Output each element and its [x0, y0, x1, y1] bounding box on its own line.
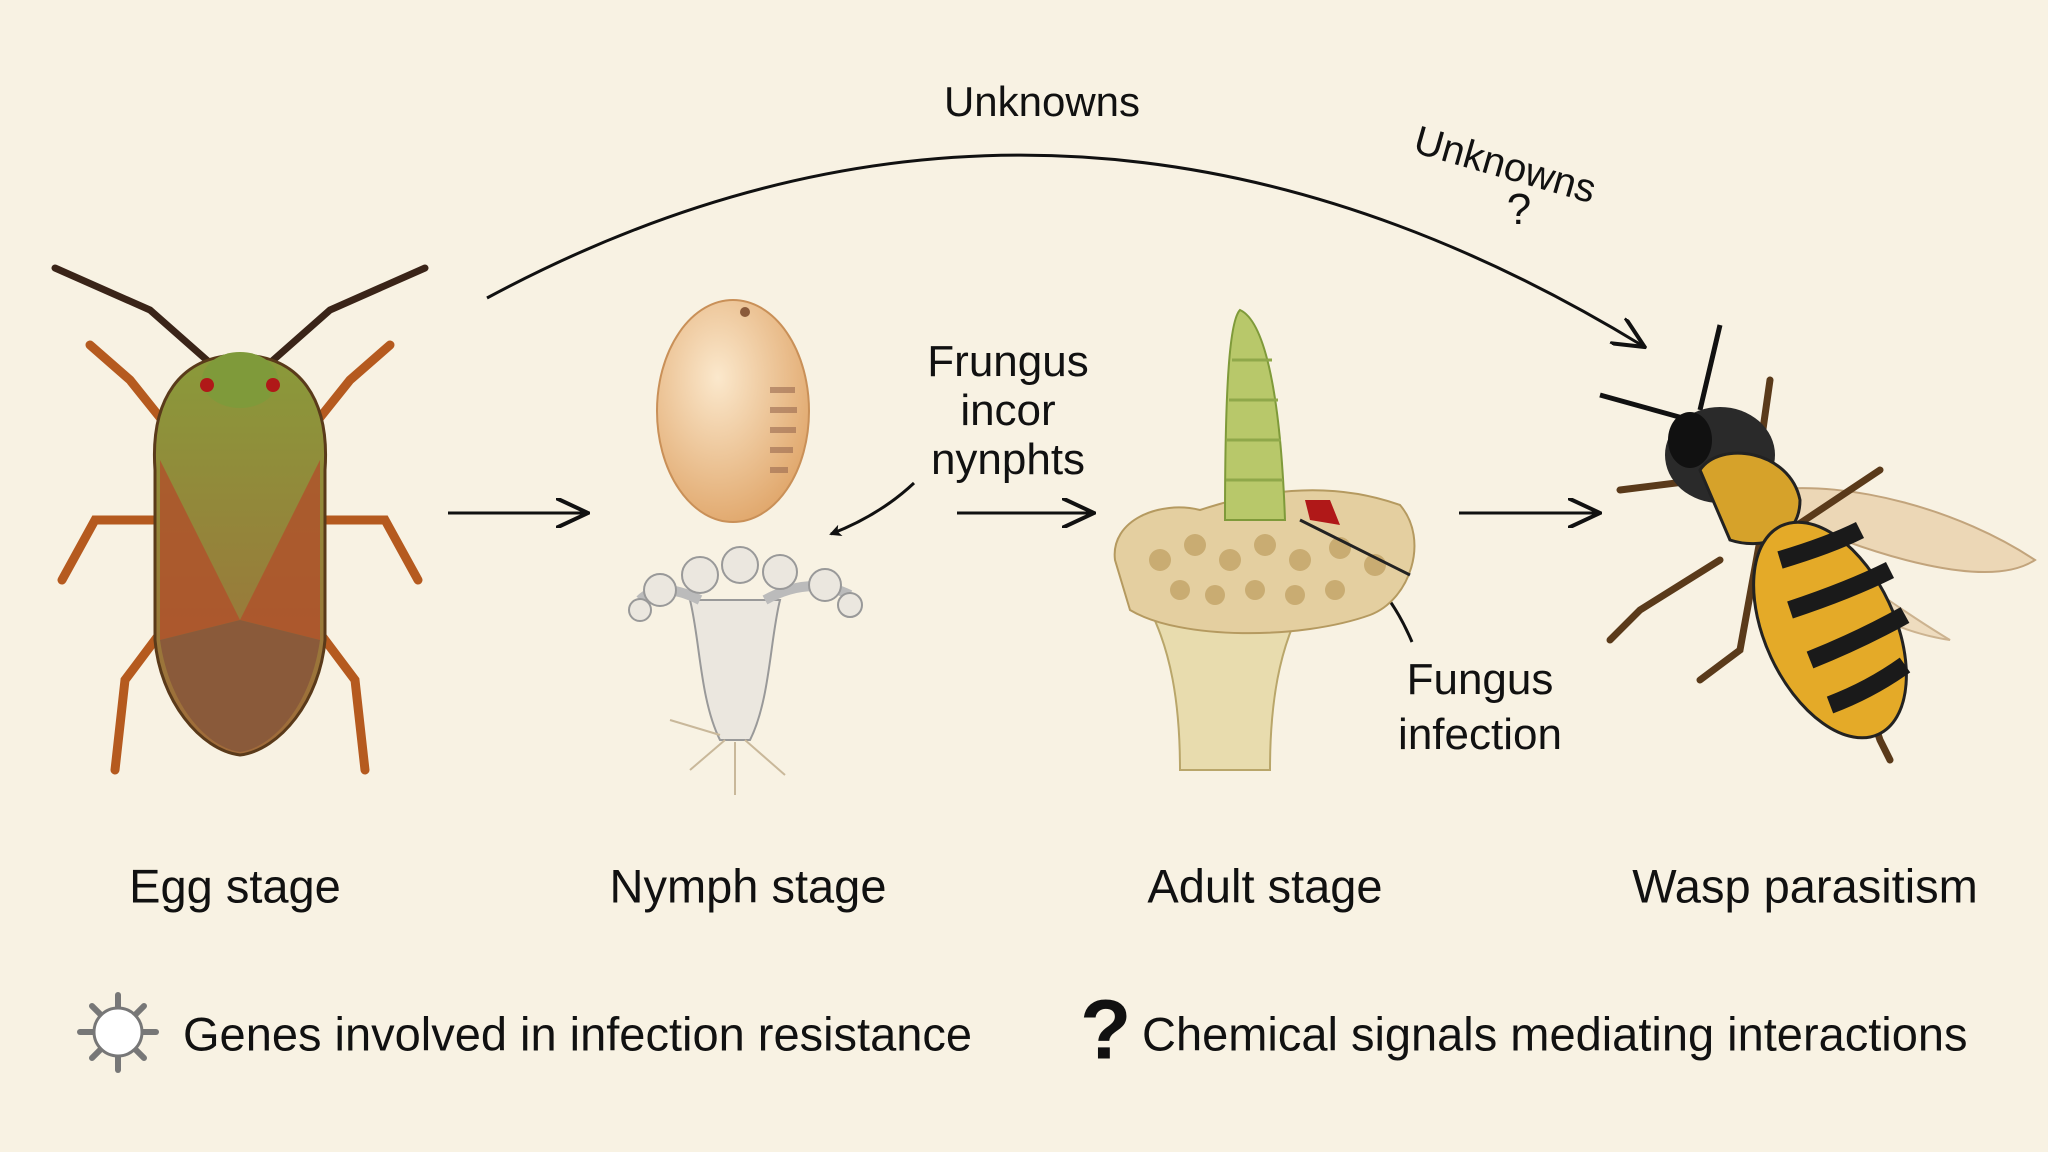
fungus-nymph-label-line1: Frungus — [927, 337, 1089, 386]
fungus-nymph-label-line2: incor — [960, 386, 1056, 435]
fungus-infection-label-line1: Fungus — [1406, 655, 1554, 704]
stink-bug-icon — [51, 264, 429, 775]
stage-label-wasp: Wasp parasitism — [1632, 859, 1978, 913]
unknowns-top-label: Unknowns — [943, 78, 1141, 125]
wasp-icon — [1599, 324, 2037, 764]
fungus-nymph-label-line3: nynphts — [930, 435, 1086, 484]
stage-label-nymph: Nymph stage — [609, 859, 887, 913]
wasp-abdomen — [1752, 520, 1911, 740]
fungus-icon — [628, 546, 863, 795]
question-mark-icon: ? — [1080, 982, 1132, 1077]
legend-genes-label: Genes involved in infection resistance — [183, 1007, 972, 1061]
legend-chemical-label: Chemical signals mediating interactions — [1142, 1007, 1968, 1061]
fungus-infection-label-line2: infection — [1398, 710, 1562, 759]
infected-larva-icon — [1113, 308, 1416, 771]
unknowns-arrow — [486, 153, 1643, 346]
stage-label-egg: Egg stage — [129, 859, 341, 913]
fungus-nymph-pointer — [829, 481, 916, 536]
stage-label-adult: Adult stage — [1147, 859, 1383, 913]
egg-icon — [656, 299, 810, 523]
unknown-question-mark: ? — [1506, 185, 1532, 234]
gene-cell-icon — [77, 992, 159, 1073]
